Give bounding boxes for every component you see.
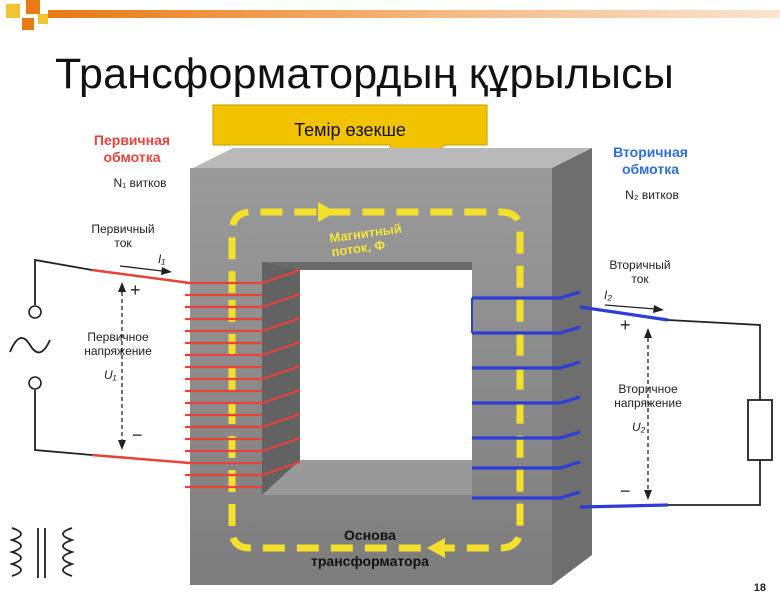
secondary-winding-label: Вторичная обмотка — [613, 144, 688, 177]
core-window — [300, 270, 472, 460]
secondary-minus-sign: − — [620, 481, 631, 501]
primary-circuit-wire — [34, 258, 93, 456]
primary-current-label: Первичный ток — [91, 222, 155, 250]
primary-plus-sign: + — [130, 280, 141, 300]
primary-voltage-symbol: U₁ — [104, 368, 117, 382]
secondary-voltage-symbol: U₂ — [632, 420, 646, 434]
core-side-face — [552, 148, 592, 585]
flux-arrow-bottom — [427, 538, 445, 558]
callout-label: Темір өзекше — [294, 120, 406, 140]
ac-source-terminal-top — [28, 305, 42, 319]
primary-coil — [185, 268, 301, 489]
ac-source-icon — [9, 337, 51, 354]
secondary-plus-sign: + — [620, 315, 631, 335]
transformer-symbol-icon — [9, 527, 75, 578]
flux-path — [228, 208, 524, 552]
primary-voltage-label: Первичное напряжение — [84, 330, 152, 358]
primary-lead-bottom — [91, 453, 191, 465]
core-base-label: Основа трансформатора — [311, 527, 429, 569]
secondary-voltage-label: Вторичное напряжение — [614, 382, 682, 410]
secondary-coil — [471, 290, 581, 500]
secondary-current-label: Вторичный ток — [609, 258, 671, 286]
slide-title: Трансформатордың құрылысы — [55, 50, 674, 98]
secondary-current-symbol: I₂ — [604, 288, 612, 302]
core-top-face — [193, 148, 592, 168]
secondary-turns-label: N₂ витков — [625, 188, 679, 202]
primary-minus-sign: − — [132, 425, 143, 445]
load-resistor — [747, 399, 773, 461]
primary-current-symbol: I₁ — [158, 252, 166, 266]
secondary-lead-bottom — [579, 503, 669, 509]
slide-number: 18 — [753, 582, 766, 594]
primary-winding-label: Первичная обмотка — [93, 132, 171, 165]
top-decor-bar — [6, 0, 780, 30]
flux-arrow-top — [318, 202, 336, 222]
primary-turns-label: N₁ витков — [113, 176, 167, 190]
secondary-circuit-wire — [667, 319, 761, 506]
primary-lead-top — [91, 268, 191, 285]
ac-source-terminal-bottom — [28, 376, 42, 390]
secondary-lead-top — [579, 305, 669, 322]
